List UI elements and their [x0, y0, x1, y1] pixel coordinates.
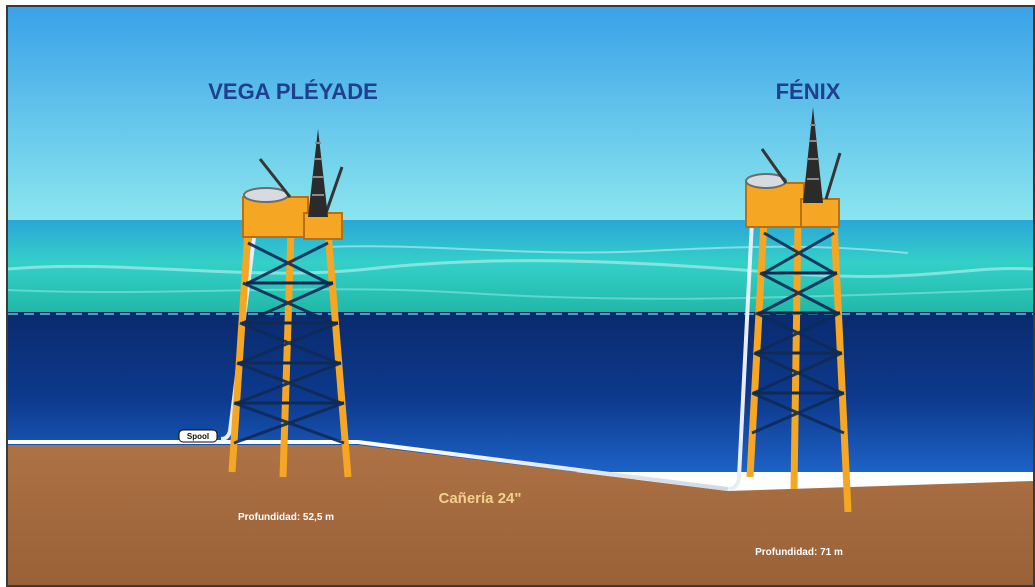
depth-left-label: Profundidad: 52,5 m — [238, 512, 334, 523]
pipeline — [8, 440, 729, 491]
pipe-label: Cañería 24" — [439, 490, 522, 507]
pipeline-riser-left — [220, 220, 258, 441]
platform-left — [228, 129, 352, 478]
platform-right-title: FÉNIX — [776, 79, 841, 104]
spool-label: Spool — [187, 432, 209, 441]
diagram-frame: Spool VEGA PLÉYADE FÉNIX Cañería 24" Pro… — [6, 5, 1035, 587]
offshore-scene: Spool VEGA PLÉYADE FÉNIX Cañería 24" Pro… — [8, 7, 1033, 585]
shallow-water — [8, 220, 1033, 315]
spool-tag — [178, 429, 218, 443]
platform-left-title: VEGA PLÉYADE — [208, 79, 378, 104]
depth-right-label: Profundidad: 71 m — [755, 547, 843, 558]
pipeline-riser-right — [727, 220, 754, 491]
water-swirl — [8, 259, 1033, 278]
water-swirl — [8, 288, 1033, 300]
platform-right — [745, 107, 852, 513]
sky — [8, 7, 1033, 222]
seabed — [8, 445, 1033, 585]
